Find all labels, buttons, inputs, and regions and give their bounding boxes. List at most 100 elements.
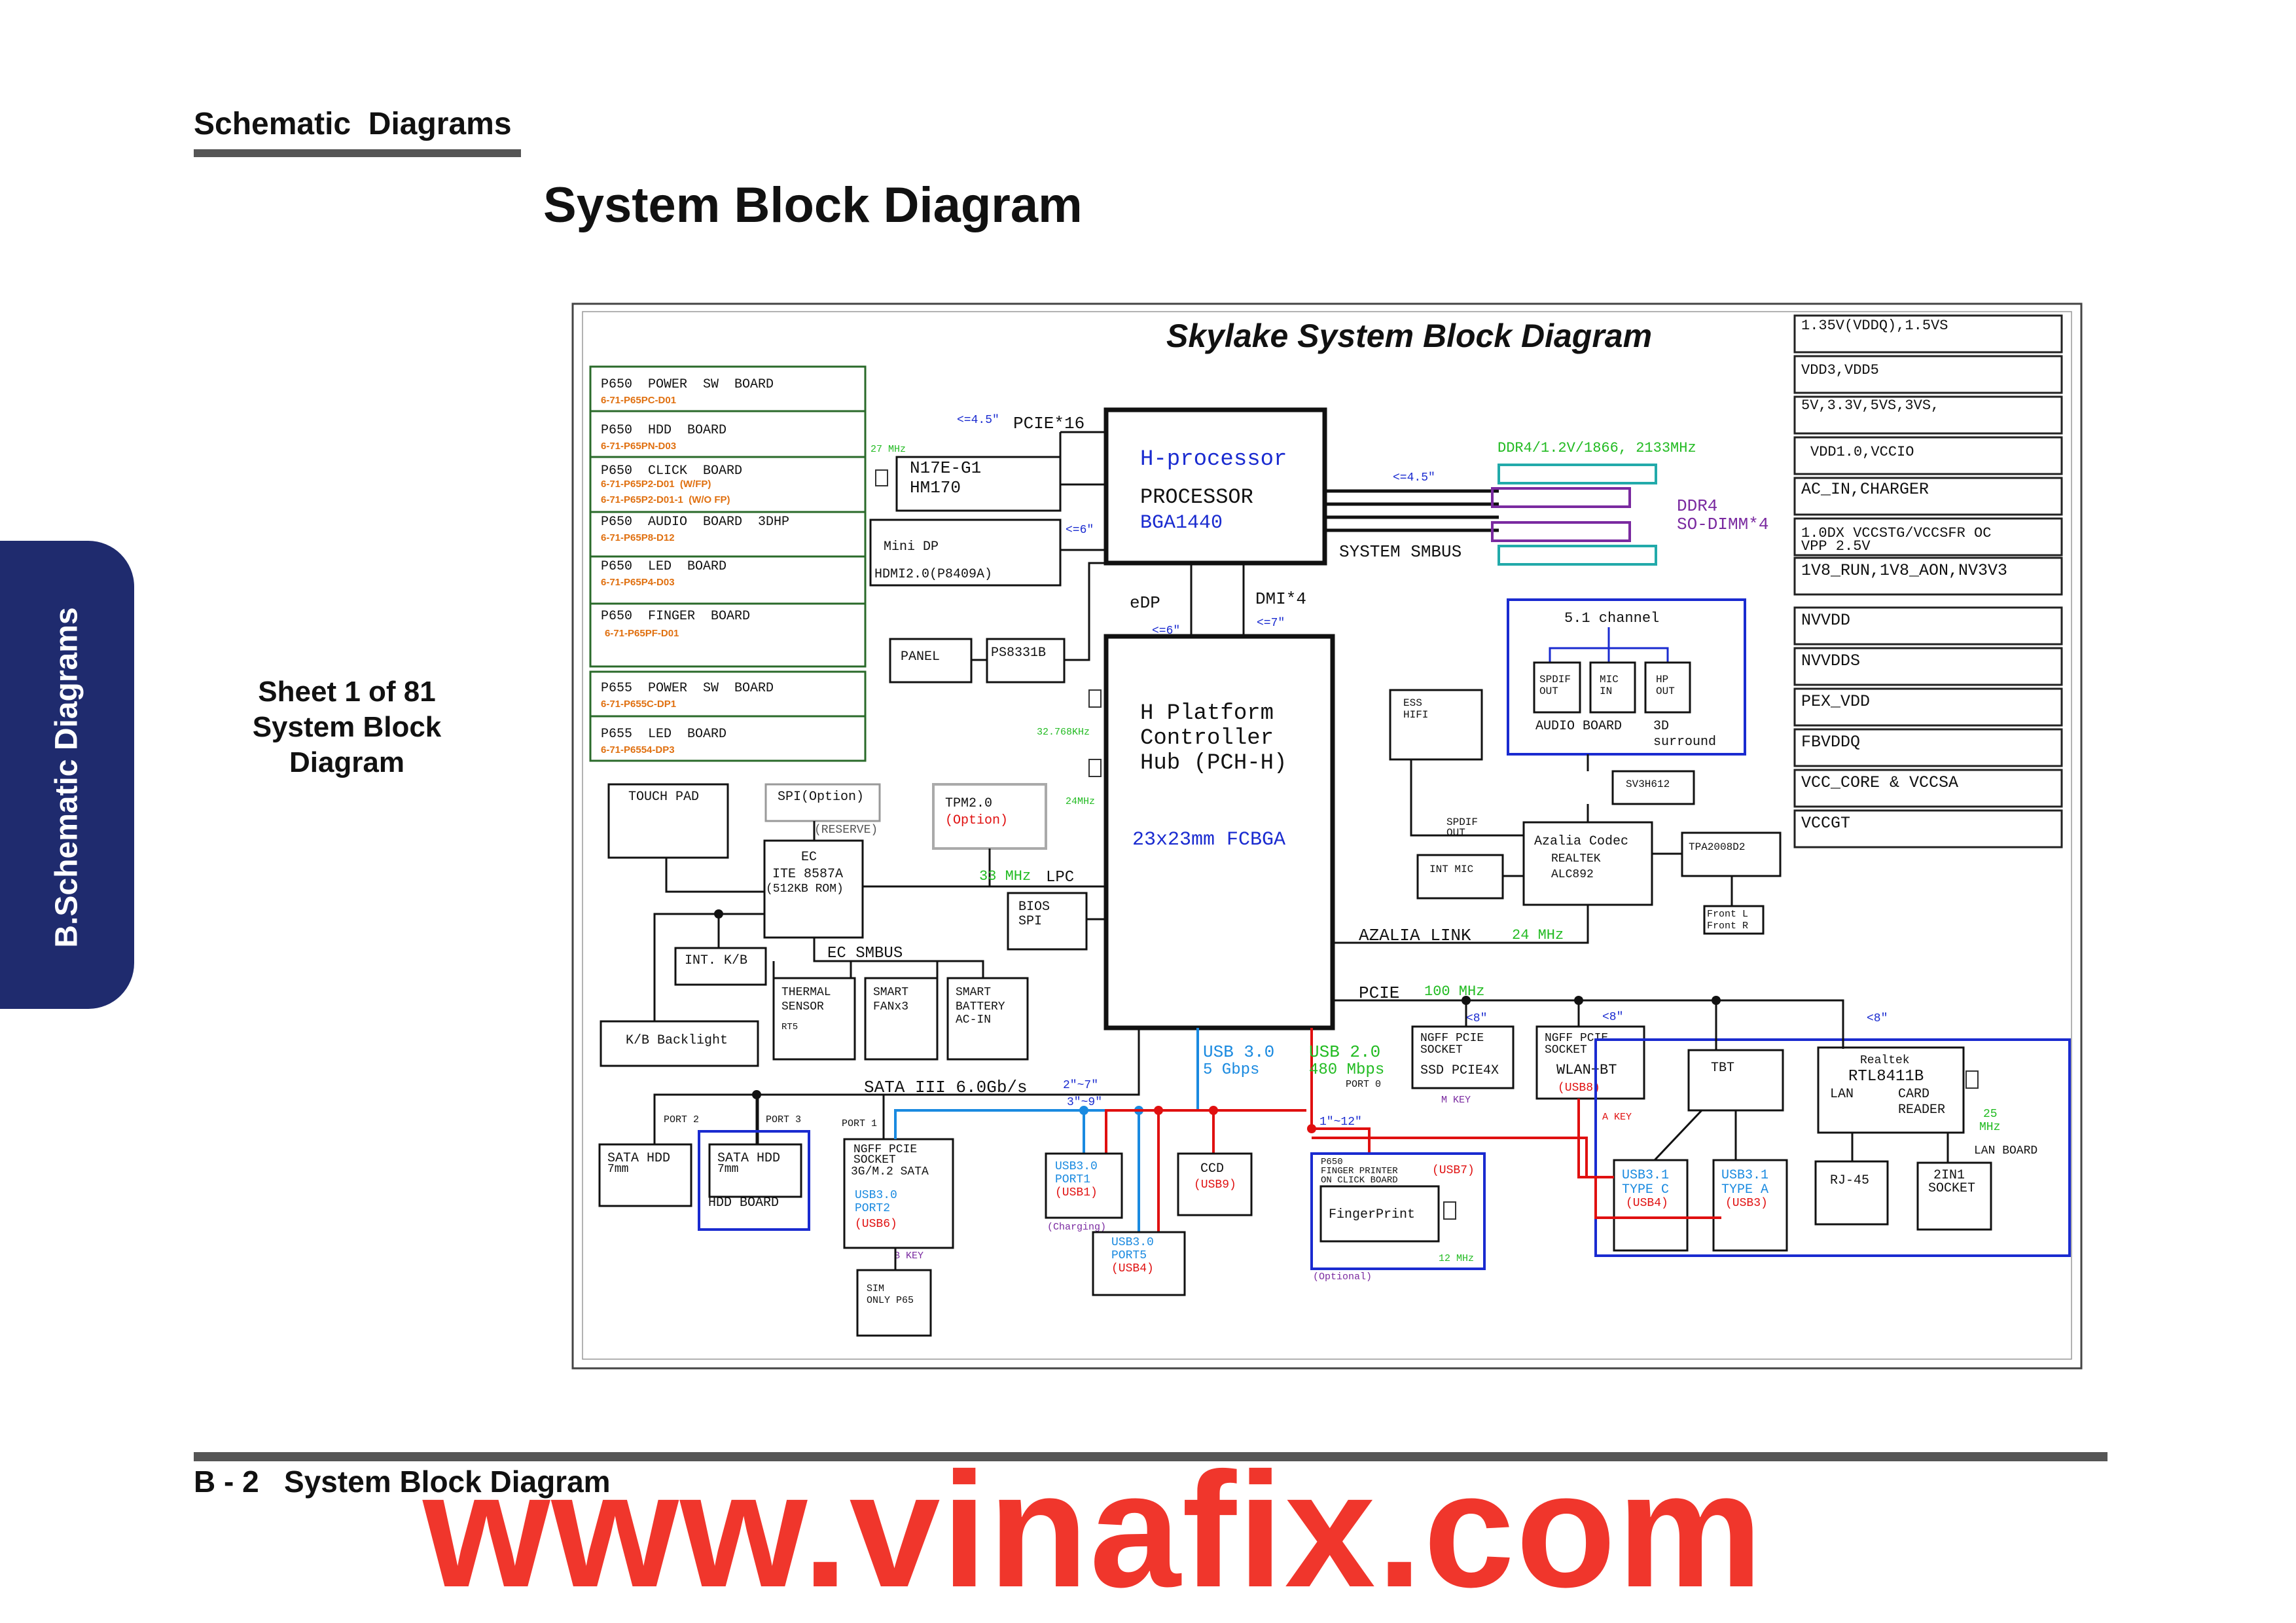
port-label: PORT 1: [842, 1118, 877, 1129]
crystal: [875, 469, 888, 486]
audio-board-label: AUDIO BOARD: [1535, 719, 1622, 734]
thermal-label: RT5: [781, 1022, 798, 1032]
board-list: P650 POWER SW BOARD 6-71-P65PC-D01 P650 …: [589, 365, 867, 762]
battery-label: SMART: [956, 986, 991, 999]
diagram-title: Skylake System Block Diagram: [1166, 318, 1652, 354]
sata-length: 3"~9": [1067, 1096, 1102, 1109]
fp-clock: 12 MHz: [1439, 1253, 1474, 1264]
board-name: P655 LED BOARD: [601, 727, 726, 742]
realtek-label: Realtek: [1860, 1054, 1910, 1067]
board-name: P650 CLICK BOARD: [601, 464, 742, 479]
wwan-label: NGFF PCIE: [853, 1143, 917, 1156]
kb-backlight-label: K/B Backlight: [626, 1033, 728, 1048]
ssd-socket: [1411, 1025, 1515, 1089]
realtek-label: LAN: [1830, 1087, 1854, 1102]
wwan-label: USB3.0: [855, 1189, 897, 1202]
rail-box: [1793, 436, 2063, 475]
battery-label: AC-IN: [956, 1013, 991, 1027]
wire: [813, 821, 991, 886]
ec-label: (512KB ROM): [766, 883, 844, 896]
gpu-clock: 27 MHz: [870, 444, 906, 455]
display-block: [869, 519, 1062, 587]
lpc-clock: 33 MHz: [979, 868, 1031, 884]
pch-label: H Platform: [1140, 701, 1274, 726]
section-header: Schematic Diagrams: [194, 107, 512, 141]
codec-label: Azalia Codec: [1534, 834, 1628, 849]
xtal-label: 24MHz: [1066, 796, 1095, 807]
wwan-label: PORT2: [855, 1202, 890, 1215]
fp-label: FINGER PRINTER: [1321, 1166, 1398, 1176]
cpu-label: BGA1440: [1140, 512, 1223, 534]
rail-label: 1.35V(VDDQ),1.5VS: [1801, 318, 1948, 334]
pcie-label: PCIE: [1359, 983, 1399, 1003]
surround-label: 3D: [1653, 719, 1669, 734]
usb-label: PORT1: [1055, 1173, 1090, 1186]
hdd-label: SATA HDD: [717, 1151, 780, 1166]
crystal: [1965, 1070, 1979, 1089]
lan-board-box: [1594, 1038, 2071, 1257]
pcie-clock: 100 MHz: [1424, 983, 1484, 1000]
usb2-bus: [1577, 1099, 1721, 1219]
kb-box: [674, 947, 767, 986]
ec-smbus-label: EC SMBUS: [827, 945, 903, 962]
sata-label: SATA III 6.0Gb/s: [864, 1078, 1028, 1097]
wlan-label: (USB8): [1558, 1082, 1600, 1095]
tbt-box: [1687, 1049, 1784, 1112]
cpu-label: H-processor: [1140, 447, 1287, 472]
wire: [772, 938, 984, 978]
rj45-label: RJ-45: [1830, 1173, 1869, 1188]
cpu-label: PROCESSOR: [1140, 485, 1253, 509]
pcie16-label: PCIE*16: [1013, 414, 1085, 433]
schematic-inner-frame: [582, 311, 2072, 1360]
hdd-box: [598, 1143, 692, 1207]
ssd-label: SOCKET: [1420, 1044, 1463, 1057]
thermal-label: SENSOR: [781, 1000, 824, 1013]
fan-box: [864, 977, 939, 1061]
rail-box: [1793, 809, 2063, 848]
sim-label: ONLY P65: [867, 1295, 914, 1306]
kb-backlight-box: [600, 1020, 759, 1067]
board-part: 6-71-P65PC-D01: [601, 395, 676, 406]
cpu-block: [1103, 407, 1327, 566]
usb-label: (Charging): [1047, 1222, 1106, 1233]
footer-label: B - 2 System Block Diagram: [194, 1465, 611, 1499]
int-mic-label: INT MIC: [1429, 864, 1473, 875]
realtek-label: READER: [1898, 1103, 1945, 1118]
typec-label: (USB4): [1626, 1197, 1668, 1210]
pch-label: Controller: [1140, 726, 1274, 751]
usb2-speed: 480 Mbps: [1309, 1061, 1384, 1079]
rail-box: [1793, 728, 2063, 767]
typec-label: USB3.1: [1622, 1168, 1669, 1183]
rail-label: 1V8_RUN,1V8_AON,NV3V3: [1801, 561, 2007, 580]
socket-label: 2IN1: [1933, 1168, 1965, 1183]
rail-box: [1793, 769, 2063, 808]
board-part: 6-71-P65P8-D12: [601, 532, 675, 543]
jack-label: OUT: [1656, 685, 1675, 697]
rail-label: FBVDDQ: [1801, 733, 1860, 752]
length-label: <8": [1466, 1012, 1487, 1025]
ec-label: EC: [801, 850, 817, 865]
m-key-label: M KEY: [1441, 1095, 1471, 1106]
board-part-alt: 6-71-P65P2-D01-1 (W/O FP): [601, 494, 730, 505]
ssd-label: SSD PCIE4X: [1420, 1063, 1499, 1078]
rail-box: [1793, 314, 2063, 354]
xtal-label: 32.768KHz: [1037, 727, 1090, 738]
schematic-frame: [571, 302, 2083, 1370]
wlan-socket: [1535, 1025, 1645, 1100]
board-name: P650 HDD BOARD: [601, 423, 726, 438]
usb3-label: USB 3.0: [1203, 1042, 1274, 1062]
rail-label: 5V,3.3V,5VS,3VS,: [1801, 397, 1939, 414]
sheet-note: Sheet 1 of 81 System Block Diagram: [216, 674, 478, 780]
usb-label: USB3.0: [1055, 1160, 1098, 1173]
sv-box: [1611, 770, 1695, 805]
rail-box: [1793, 517, 2063, 556]
usb-port: [1045, 1152, 1123, 1219]
bios-box: [1007, 892, 1088, 951]
hdd-board-label: HDD BOARD: [708, 1195, 779, 1211]
wire: [665, 858, 764, 893]
crystal: [1088, 689, 1102, 708]
usb-port: [1092, 1231, 1186, 1296]
junction: [1209, 1106, 1218, 1115]
spi-box: [764, 783, 881, 822]
board-part: 6-71-P655C-DP1: [601, 699, 676, 710]
